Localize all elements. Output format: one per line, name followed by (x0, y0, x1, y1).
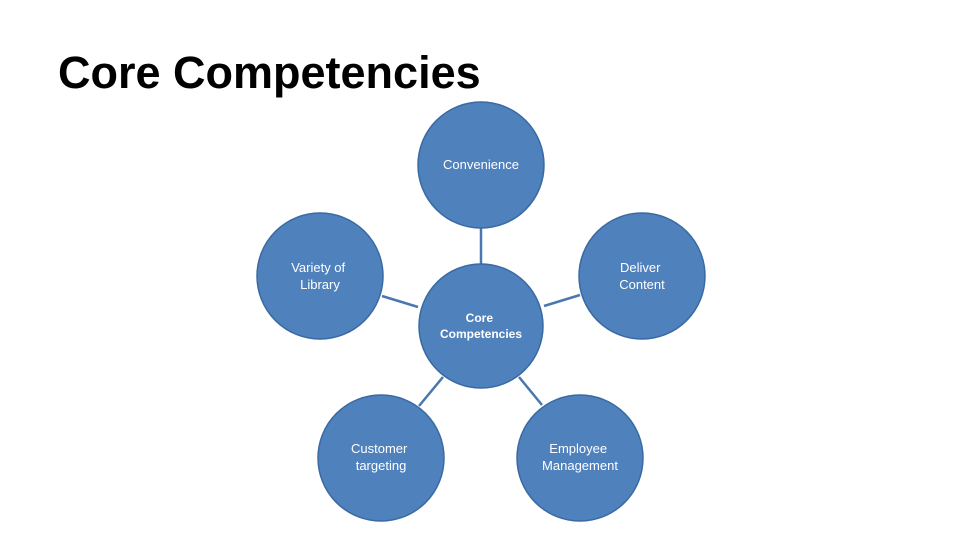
node-label-line: Employee (549, 441, 607, 456)
connectors (381, 228, 581, 407)
node-employee-management: Employee Management (516, 394, 644, 522)
node-convenience: Convenience (417, 101, 545, 229)
node-label-line: targeting (356, 458, 407, 473)
connector-customer-targeting (418, 376, 444, 407)
node-label-line: Content (619, 277, 665, 292)
connector-variety-of-library (381, 294, 419, 309)
node-label: Deliver Content (619, 260, 665, 292)
node-circle (256, 212, 384, 340)
center-circle (418, 263, 544, 389)
node-label-line: Variety of (291, 260, 345, 275)
node-deliver-content: Deliver Content (578, 212, 706, 340)
slide-title: Core Competencies (58, 47, 481, 98)
connector-deliver-content (543, 293, 581, 308)
node-label-line: Library (300, 277, 340, 292)
node-label-line: Convenience (443, 157, 519, 172)
node-label-line: Customer (351, 441, 408, 456)
node-customer-targeting: Customer targeting (317, 394, 445, 522)
center-node: Core Competencies (418, 263, 544, 389)
node-circle (516, 394, 644, 522)
node-label-line: Deliver (620, 260, 661, 275)
node-label: Variety of Library (291, 260, 349, 292)
node-circle (417, 101, 545, 229)
node-label: Convenience (443, 157, 519, 172)
node-variety-of-library: Variety of Library (256, 212, 384, 340)
center-label-line: Competencies (440, 327, 522, 341)
node-label: Employee Management (542, 441, 618, 473)
node-label: Customer targeting (351, 441, 411, 473)
node-label-line: Management (542, 458, 618, 473)
node-circle (578, 212, 706, 340)
center-label-line: Core (466, 311, 494, 325)
node-circle (317, 394, 445, 522)
center-label: Core Competencies (440, 311, 522, 341)
connector-employee-management (518, 376, 543, 406)
